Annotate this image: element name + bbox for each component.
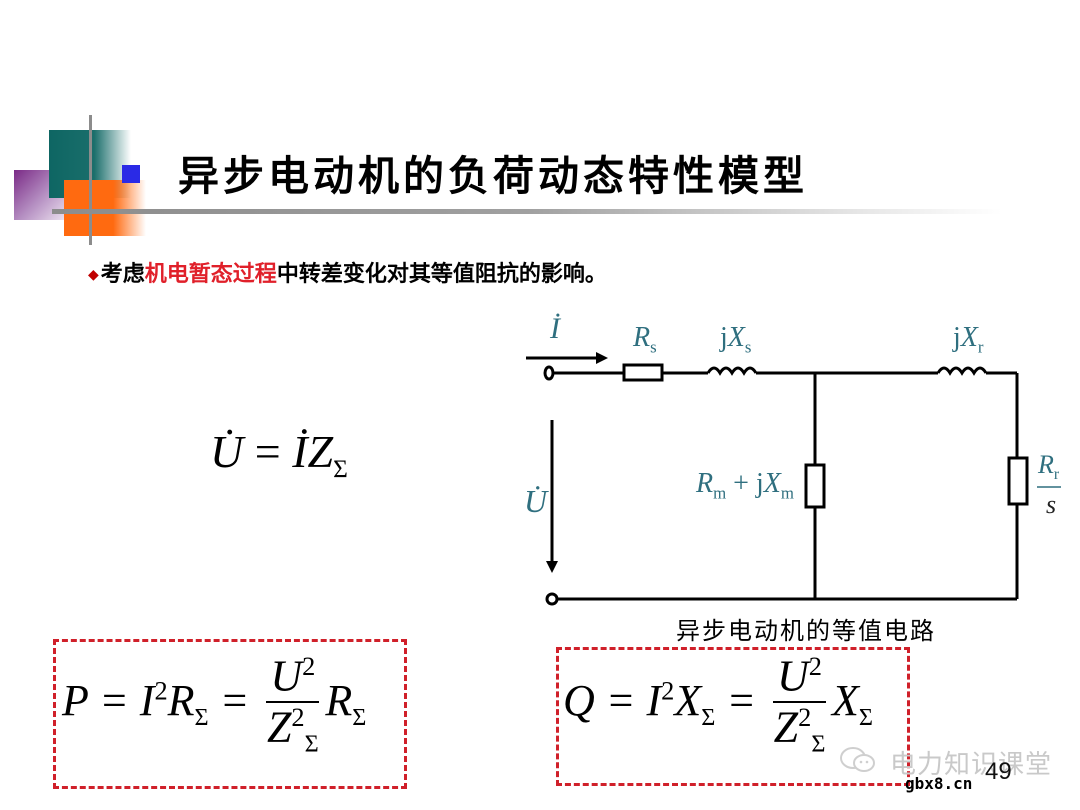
bullet-highlight: 机电暂态过程 (144, 262, 277, 287)
resistor-rs-icon (622, 363, 664, 382)
bullet-point: ◆考虑机电暂态过程中转差变化对其等值阻抗的影响。 (88, 256, 607, 288)
title-underline (52, 209, 1002, 214)
rr-denominator-label: s (1046, 490, 1057, 519)
eq-impedance-sub: Σ (333, 455, 348, 484)
wechat-icon (840, 747, 875, 772)
voltage-label: U̇ (524, 483, 548, 519)
rm-jxm-label: Rm + jXm (696, 468, 794, 503)
current-label: İ (550, 312, 560, 345)
decorative-orange-block (64, 180, 146, 236)
eq-impedance: Z (307, 426, 334, 477)
current-arrow-head-icon (596, 352, 608, 364)
magnetizing-branch-icon (804, 463, 826, 509)
power-fraction: U2 Z2Σ (266, 651, 320, 758)
rs-label: Rs (633, 322, 657, 357)
reactive-power-formula: Q = I2XΣ = U2 Z2Σ XΣ (563, 651, 873, 758)
circuit-caption: 异步电动机的等值电路 (676, 617, 936, 645)
rotor-resistor-icon (1007, 456, 1029, 506)
eq-lhs-voltage: U̇ (210, 426, 244, 477)
slide-title: 异步电动机的负荷动态特性模型 (178, 152, 808, 200)
top-terminal-icon (543, 365, 555, 381)
bullet-text-after: 中转差变化对其等值阻抗的影响。 (276, 262, 607, 287)
equivalent-circuit-diagram (526, 352, 1061, 606)
diamond-bullet-icon: ◆ (88, 267, 99, 283)
bottom-terminal-icon (545, 592, 559, 606)
main-equation: U̇ = İZΣ (210, 425, 348, 484)
page-number: 49 (985, 758, 1012, 785)
active-power-formula-box (53, 639, 407, 789)
decorative-vertical-line (89, 115, 92, 245)
inductor-xs-icon (706, 366, 758, 376)
reactive-power-formula-box (556, 647, 910, 786)
jxr-label: jXr (953, 322, 984, 357)
watermark-text: 电力知识课堂 (890, 750, 1053, 780)
voltage-arrow-head-icon (546, 561, 558, 573)
jxs-label: jXs (720, 322, 752, 357)
rr-numerator-label: Rr (1038, 450, 1060, 484)
bullet-text-before: 考虑 (100, 262, 145, 287)
reactive-fraction: U2 Z2Σ (773, 651, 826, 758)
inductor-xr-icon (936, 366, 988, 376)
decorative-blue-square (122, 165, 140, 183)
active-power-formula: P = I2RΣ = U2 Z2Σ RΣ (62, 651, 367, 758)
watermark-url: gbx8.cn (905, 774, 973, 793)
eq-equals: = (254, 426, 281, 477)
eq-current: İ (292, 426, 308, 477)
